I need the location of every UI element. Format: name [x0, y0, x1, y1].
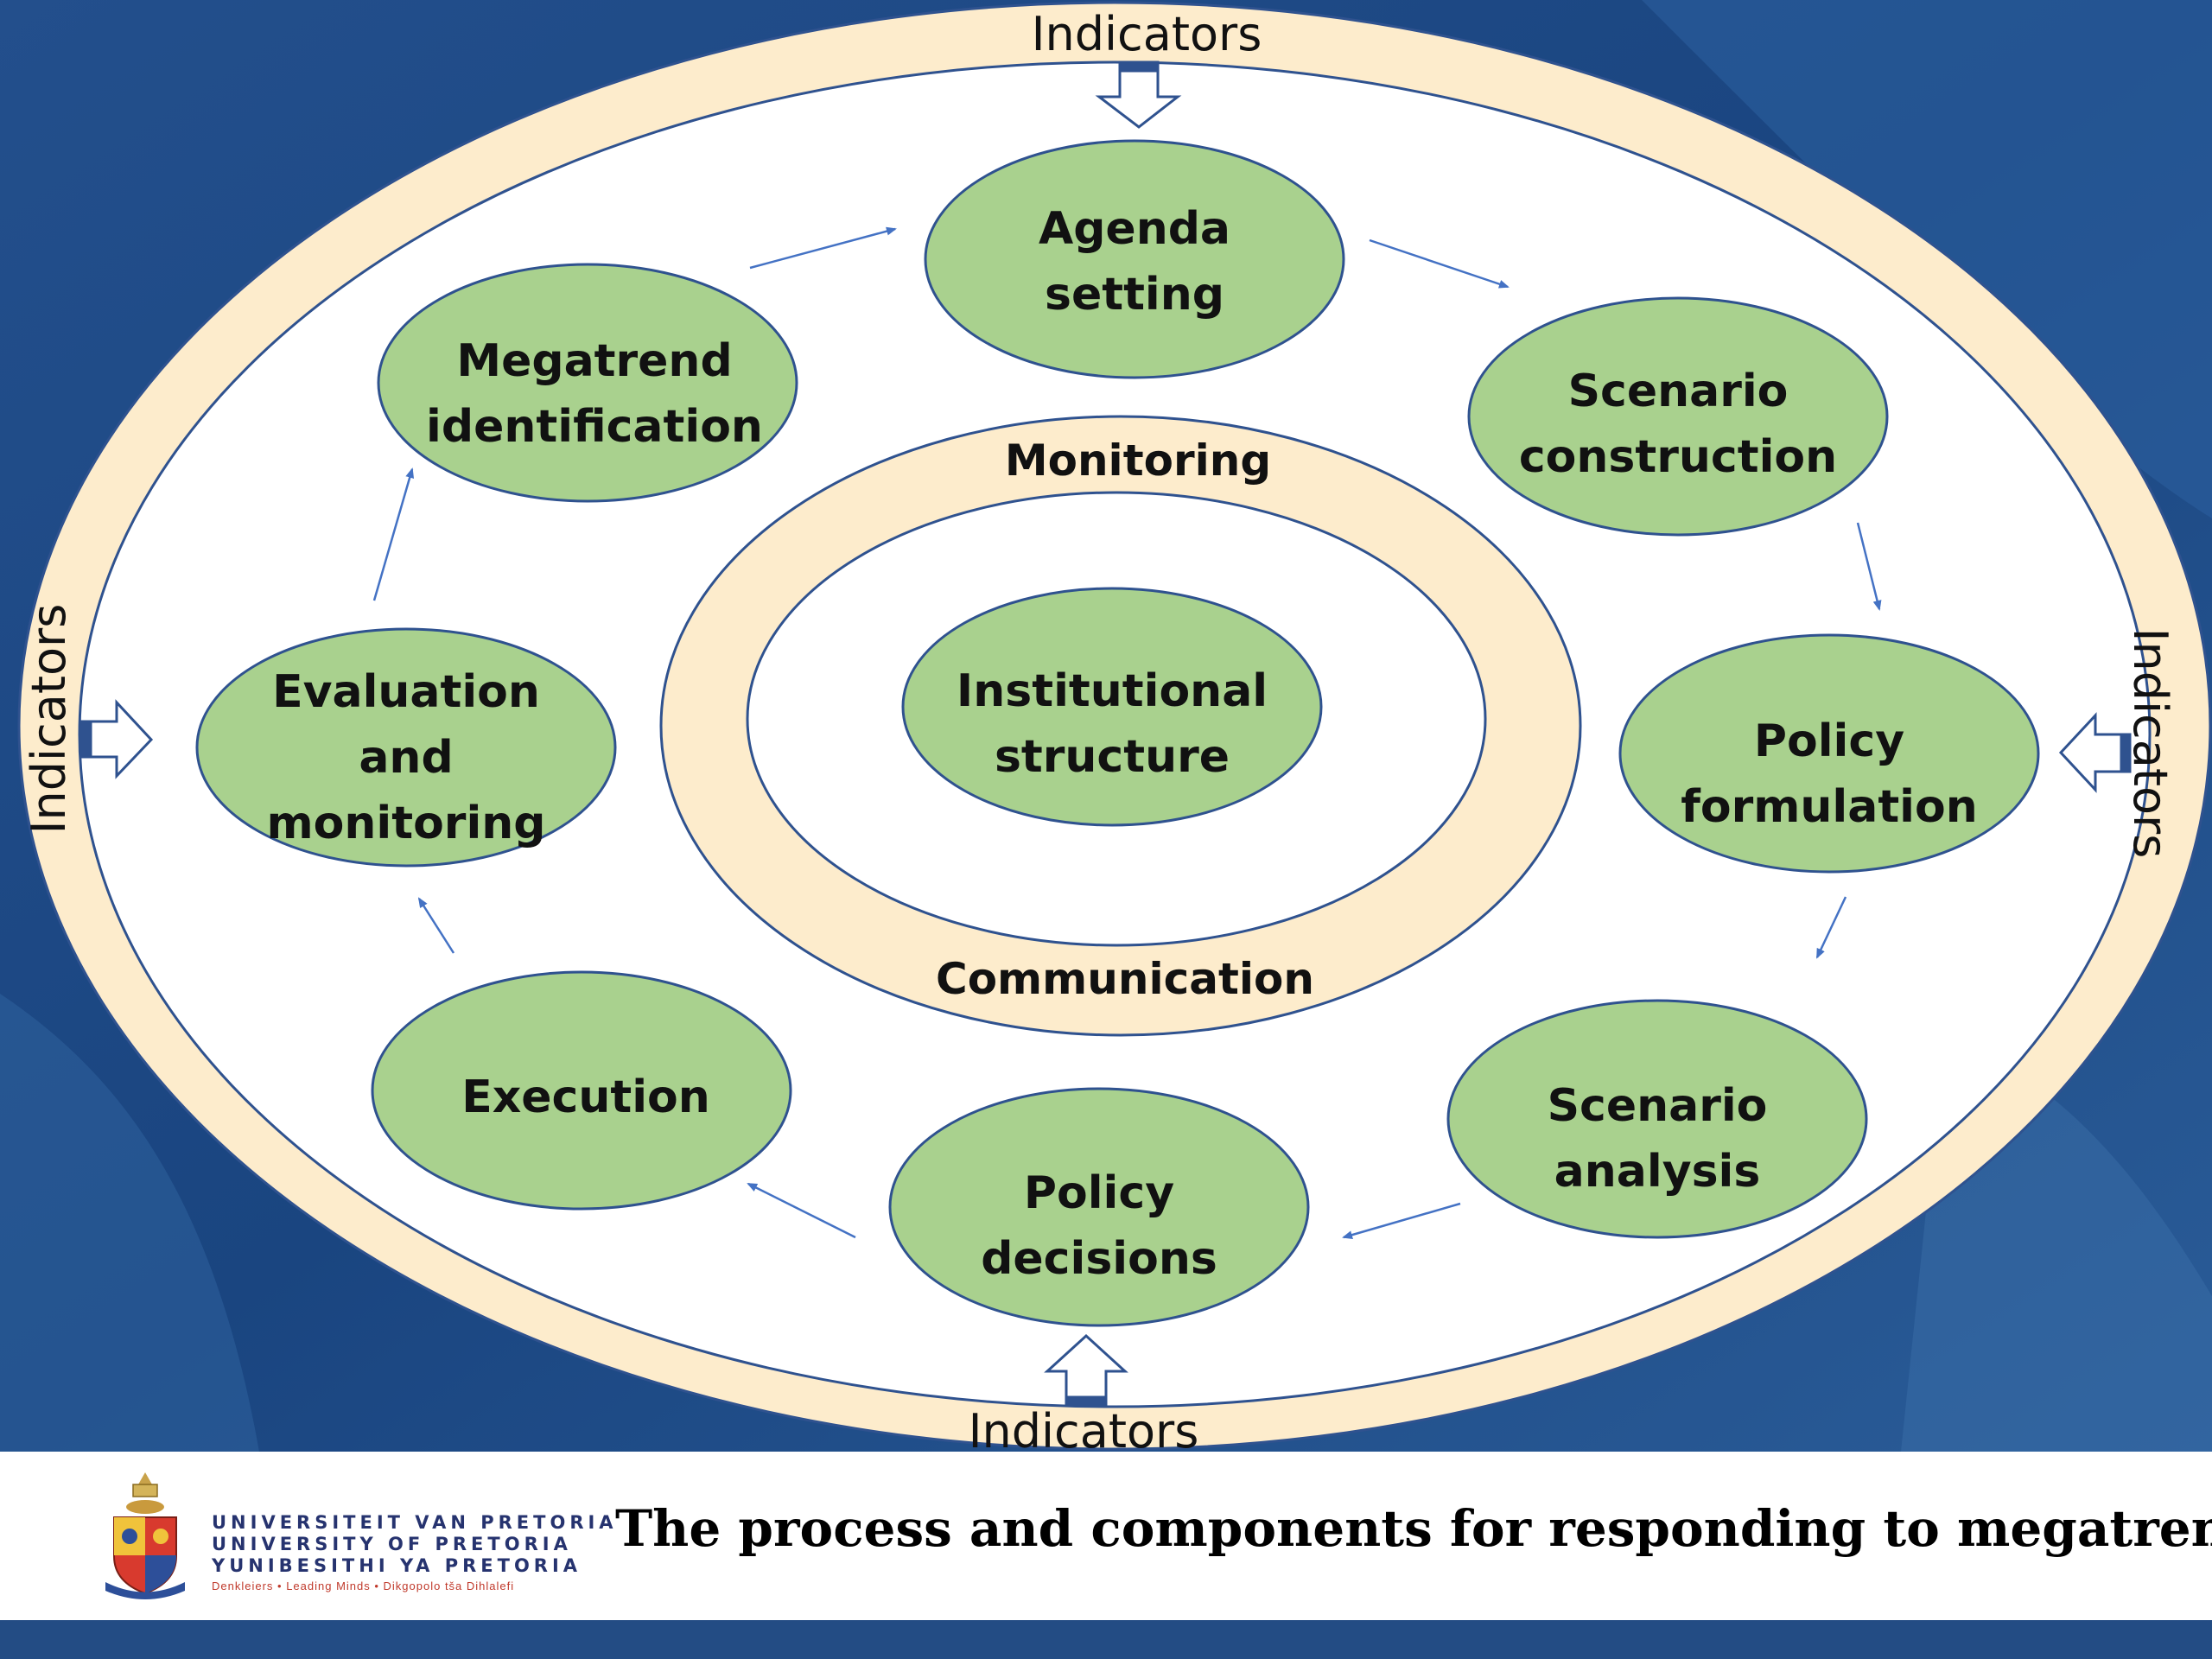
node-evaluation-monitoring-line-3: monitoring: [266, 798, 545, 849]
arrow-evaluation-to-megatrend: [372, 467, 415, 601]
arrow-execution-to-evaluation: [417, 897, 455, 954]
node-scenario-analysis-line-2: analysis: [1554, 1146, 1761, 1198]
node-agenda-setting: Agenda setting: [924, 139, 1345, 379]
node-scenario-analysis: Scenario analysis: [1446, 999, 1868, 1239]
university-name-line: UNIVERSITEIT VAN PRETORIA: [212, 1512, 618, 1533]
node-agenda-setting-line-2: setting: [1045, 269, 1224, 321]
indicators-label-left: Indicators: [22, 604, 76, 835]
footer-strip: [0, 1620, 2212, 1659]
node-execution: Execution: [371, 970, 792, 1211]
indicators-label-bottom: Indicators: [969, 1404, 1199, 1452]
arrow-agenda-to-scenario: [1369, 238, 1510, 289]
node-policy-decisions-line-1: Policy: [1024, 1167, 1174, 1219]
node-scenario-construction: Scenario construction: [1467, 296, 1889, 537]
indicator-arrow-right: [2058, 712, 2132, 793]
university-name: UNIVERSITEIT VAN PRETORIA UNIVERSITY OF …: [212, 1512, 618, 1592]
node-agenda-setting-line-1: Agenda: [1039, 203, 1230, 255]
node-scenario-construction-line-1: Scenario: [1568, 365, 1789, 417]
indicator-arrow-top: [1095, 60, 1182, 129]
node-policy-decisions: Policy decisions: [888, 1087, 1310, 1327]
node-policy-decisions-line-2: decisions: [981, 1233, 1217, 1285]
ring-label-monitoring: Monitoring: [1005, 435, 1271, 486]
node-evaluation-monitoring-line-2: and: [359, 732, 453, 784]
background-swoosh: [0, 994, 259, 1452]
node-institutional-structure-line-2: structure: [995, 731, 1230, 783]
node-policy-formulation-line-1: Policy: [1754, 715, 1904, 767]
slide-caption: The process and components for respondin…: [615, 1499, 2212, 1558]
svg-text:Execution: Execution: [461, 1071, 710, 1123]
ring-label-communication: Communication: [936, 954, 1314, 1004]
node-institutional-structure-line-1: Institutional: [957, 665, 1268, 717]
node-evaluation-monitoring: Evaluation and monitoring: [195, 627, 617, 868]
node-evaluation-monitoring-line-1: Evaluation: [272, 666, 540, 718]
indicator-arrow-bottom: [1044, 1333, 1128, 1408]
node-scenario-construction-line-2: construction: [1519, 431, 1837, 483]
node-megatrend-identification-line-1: Megatrend: [456, 335, 732, 387]
footer-bar: [0, 1452, 2212, 1620]
flow-arrows: [372, 226, 1882, 1240]
arrow-megatrend-to-agenda: [749, 226, 897, 270]
indicator-arrow-left: [80, 699, 154, 779]
node-policy-formulation-line-2: formulation: [1681, 781, 1978, 833]
node-megatrend-identification-line-2: identification: [426, 401, 763, 453]
university-name-line: YUNIBESITHI YA PRETORIA: [212, 1555, 582, 1576]
node-policy-formulation: Policy formulation: [1618, 633, 2040, 874]
university-name-line: UNIVERSITY OF PRETORIA: [212, 1534, 572, 1554]
node-institutional-structure: Institutional structure: [901, 587, 1323, 827]
university-motto: Denkleiers • Leading Minds • Dikgopolo t…: [212, 1580, 515, 1592]
node-execution-line-1: Execution: [461, 1071, 710, 1123]
arrow-decisions-to-execution: [747, 1182, 856, 1239]
indicators-label-right: Indicators: [2123, 628, 2177, 859]
arrow-scenario-to-policy: [1856, 522, 1882, 611]
arrow-policy-to-analysis: [1815, 896, 1847, 959]
node-megatrend-identification: Megatrend identification: [377, 263, 798, 503]
arrow-analysis-to-decisions: [1342, 1202, 1461, 1240]
process-diagram: Monitoring Communication: [0, 0, 2212, 1452]
university-crest-logo: [105, 1472, 185, 1599]
indicators-label-top: Indicators: [1032, 7, 1262, 61]
node-scenario-analysis-line-1: Scenario: [1548, 1080, 1768, 1132]
